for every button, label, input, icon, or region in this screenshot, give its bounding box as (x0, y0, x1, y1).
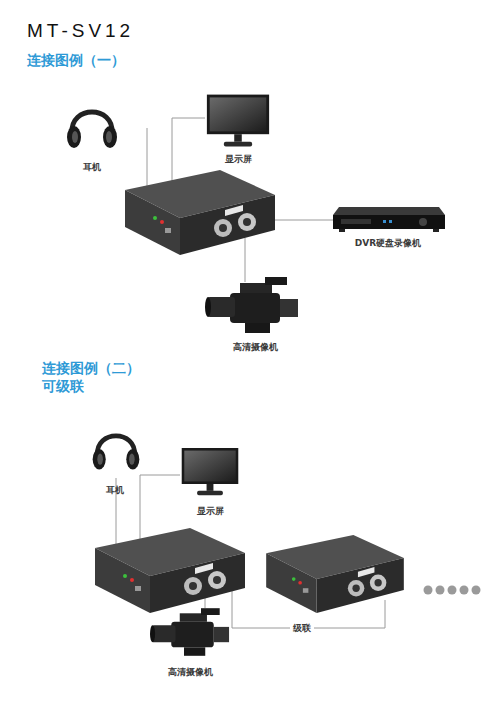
section-heading: 连接图例（二） (42, 360, 140, 378)
section-heading: 可级联 (42, 378, 84, 396)
device-label: 高清摄像机 (166, 665, 215, 680)
device-name: 显示屏 (225, 153, 252, 166)
device-name: 耳机 (106, 484, 124, 497)
device-label: 耳机 (81, 160, 103, 175)
device-name: DVR硬盘录像机 (355, 237, 421, 250)
section-heading: 连接图例（一） (27, 52, 125, 70)
device-label: 显示屏 (223, 152, 254, 167)
device-label: DVR硬盘录像机 (353, 236, 423, 251)
device-label: 耳机 (104, 483, 126, 498)
device-name: 高清摄像机 (168, 666, 213, 679)
device-label: 显示屏 (195, 504, 226, 519)
model-title: MT-SV12 (27, 20, 134, 42)
device-label: 高清摄像机 (231, 340, 280, 355)
device-name: 高清摄像机 (233, 341, 278, 354)
wire-label: 级联 (290, 622, 314, 635)
device-name: 耳机 (83, 161, 101, 174)
device-name: 显示屏 (197, 505, 224, 518)
